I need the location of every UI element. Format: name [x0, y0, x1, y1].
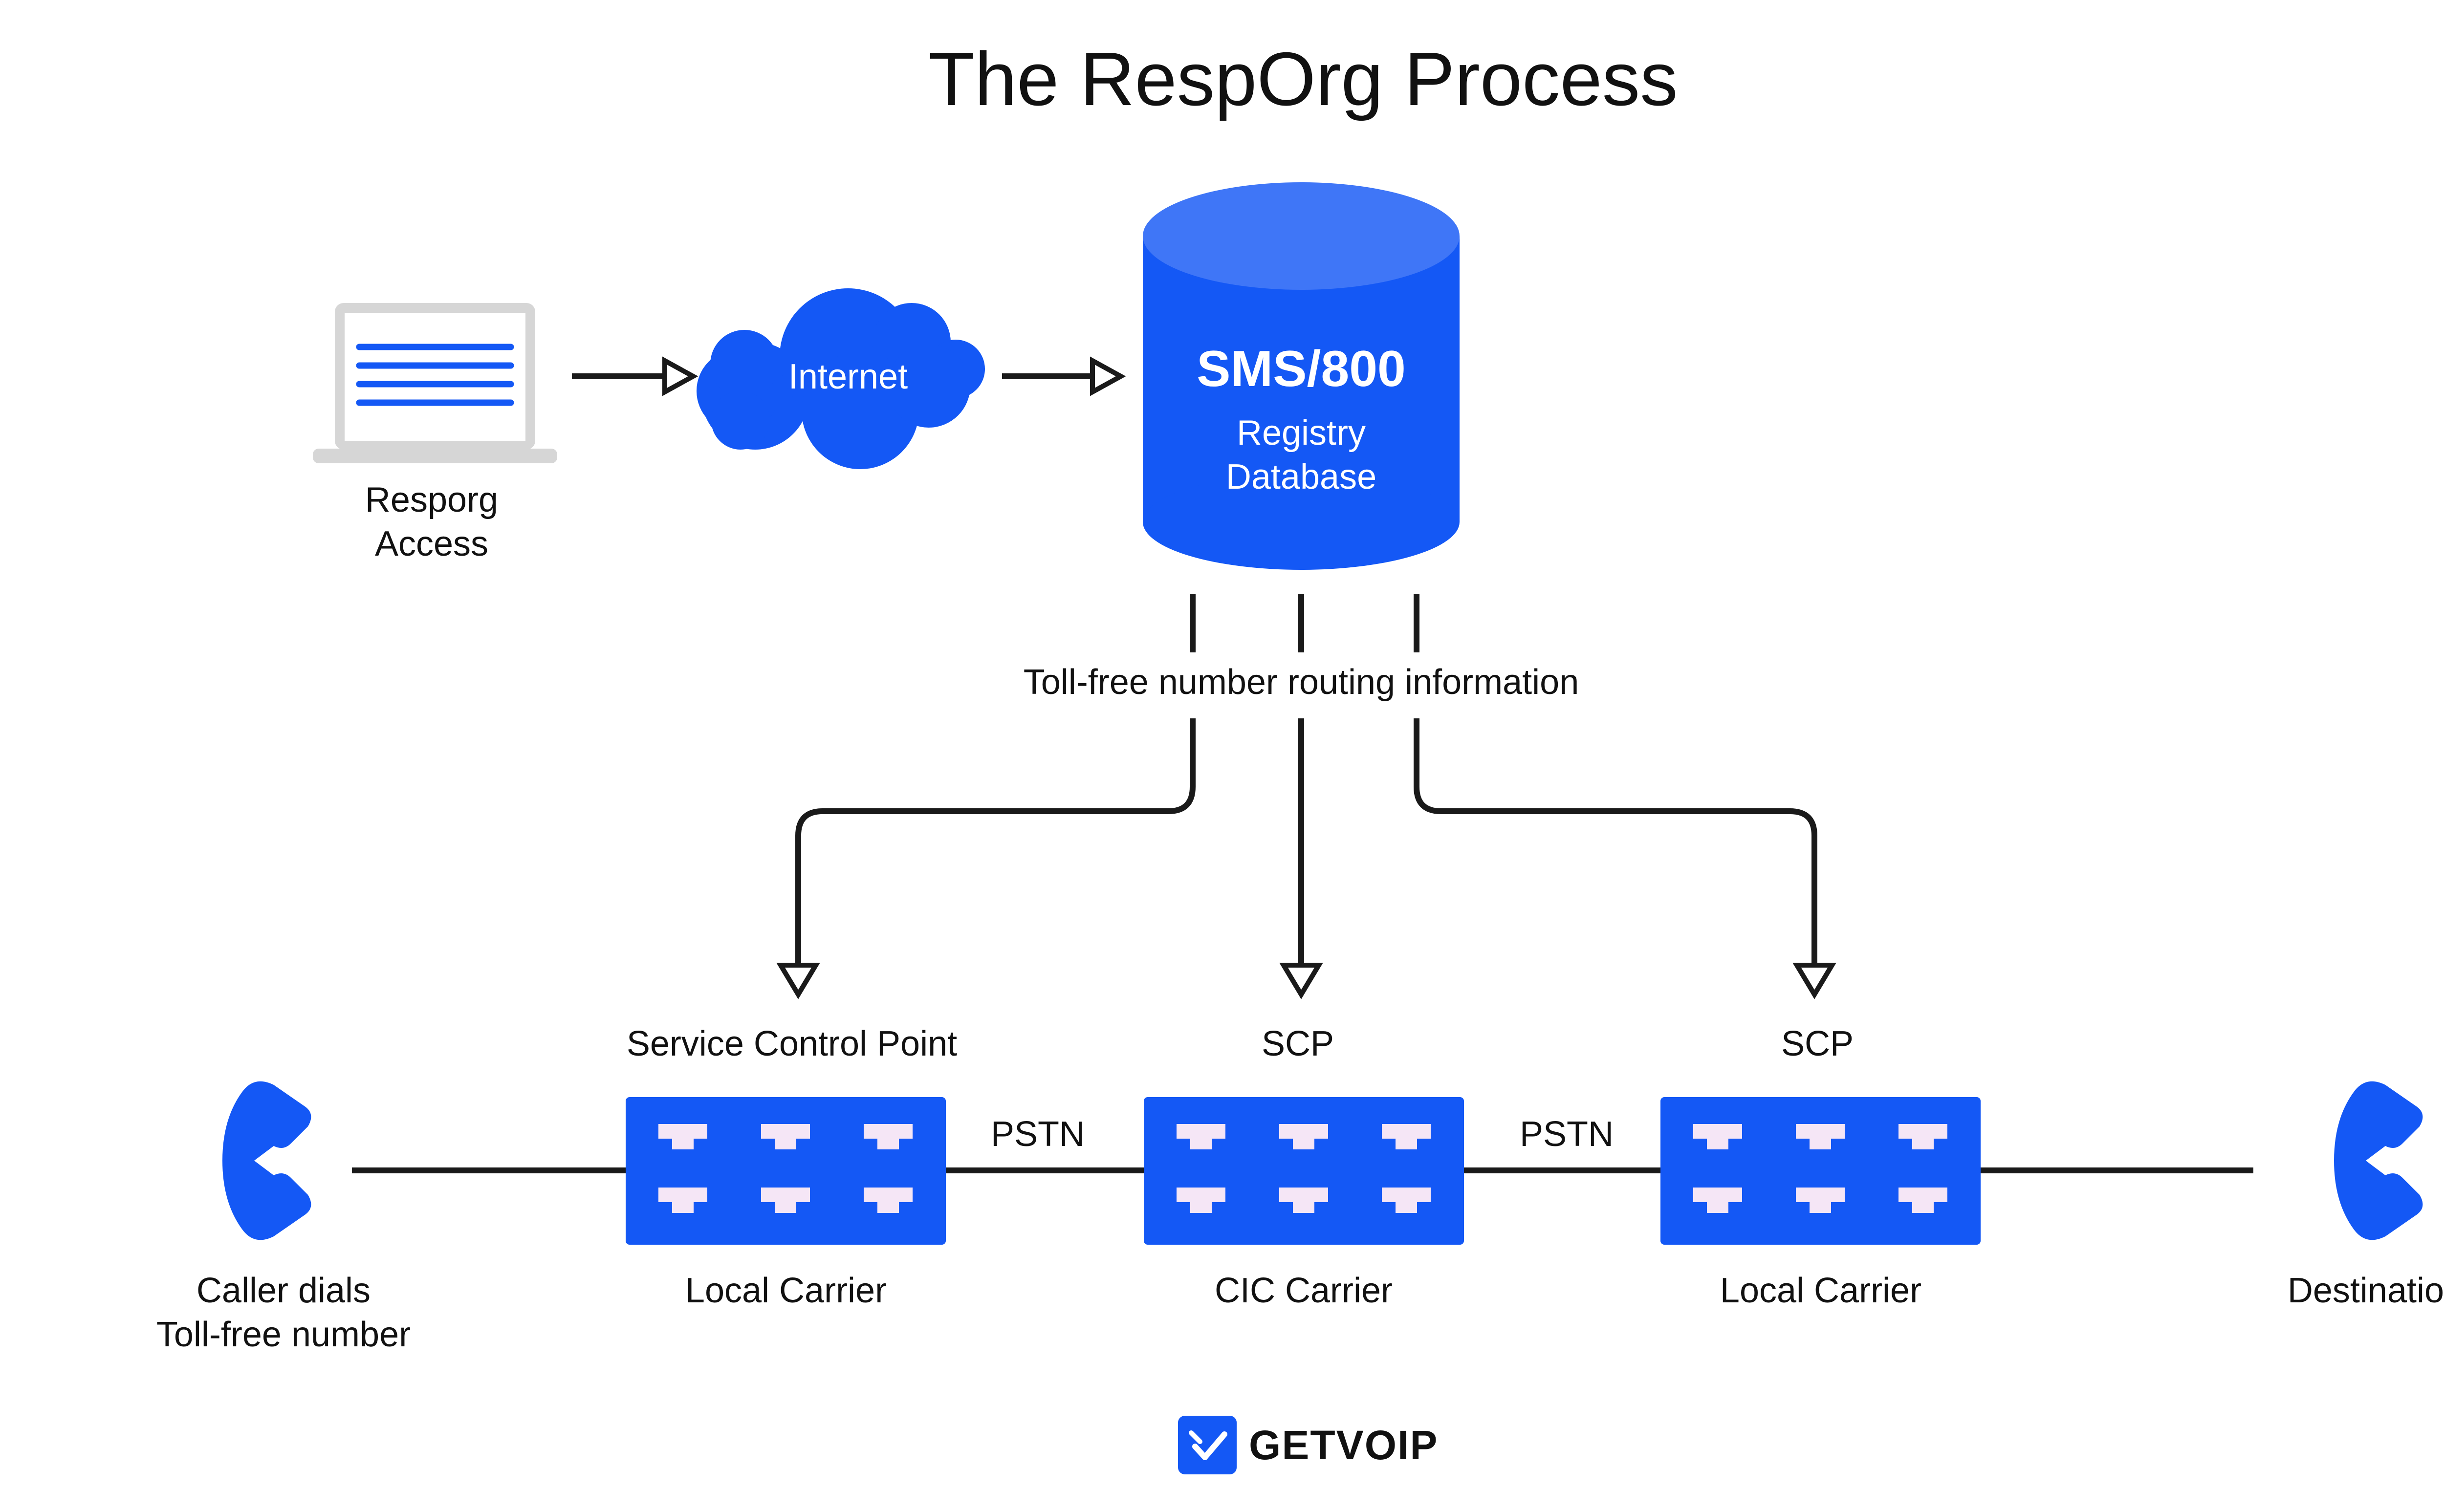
carrier-label-right: Local Carrier — [1720, 1271, 1921, 1310]
database-subtitle-line2: Database — [1226, 457, 1376, 497]
pstn-label-right: PSTN — [1520, 1115, 1614, 1154]
routing-arrow-center — [1279, 718, 1323, 999]
brand-name: GETVOIP — [1249, 1422, 1438, 1468]
routing-arrow-left — [776, 718, 1196, 999]
laptop-label-line1: Resporg — [365, 480, 498, 519]
switch-icon-left — [626, 1097, 946, 1245]
caller-label-line2: Toll-free number — [156, 1315, 411, 1354]
carrier-label-left: Local Carrier — [685, 1271, 887, 1310]
scp-label-left: Service Control Point — [627, 1024, 957, 1063]
laptop-icon — [313, 303, 557, 463]
cloud-icon — [697, 288, 985, 469]
routing-arrow-right — [1414, 718, 1836, 999]
database-icon — [1143, 182, 1460, 570]
arrow-laptop-to-internet — [572, 356, 698, 396]
database-subtitle-line1: Registry — [1237, 413, 1366, 453]
diagram-title: The RespOrg Process — [928, 37, 1678, 121]
checkmark-logo-icon — [1178, 1416, 1237, 1474]
switch-icon-center — [1144, 1097, 1464, 1245]
scp-label-right: SCP — [1781, 1024, 1854, 1063]
routing-connector-top — [1190, 594, 1419, 652]
routing-label: Toll-free number routing information — [1024, 663, 1579, 702]
phone-icon-caller — [222, 1081, 311, 1240]
destination-label: Destination — [2288, 1271, 2444, 1310]
pstn-label-left: PSTN — [991, 1115, 1085, 1154]
carrier-label-center: CIC Carrier — [1215, 1271, 1393, 1310]
switch-icon-right — [1660, 1097, 1981, 1245]
scp-label-center: SCP — [1262, 1024, 1334, 1063]
database-title: SMS/800 — [1197, 341, 1406, 397]
phone-icon-destination — [2334, 1081, 2423, 1240]
cloud-label: Internet — [788, 357, 908, 396]
arrow-internet-to-database — [1002, 356, 1126, 396]
laptop-label-line2: Access — [375, 524, 488, 563]
caller-label-line1: Caller dials — [196, 1271, 371, 1310]
